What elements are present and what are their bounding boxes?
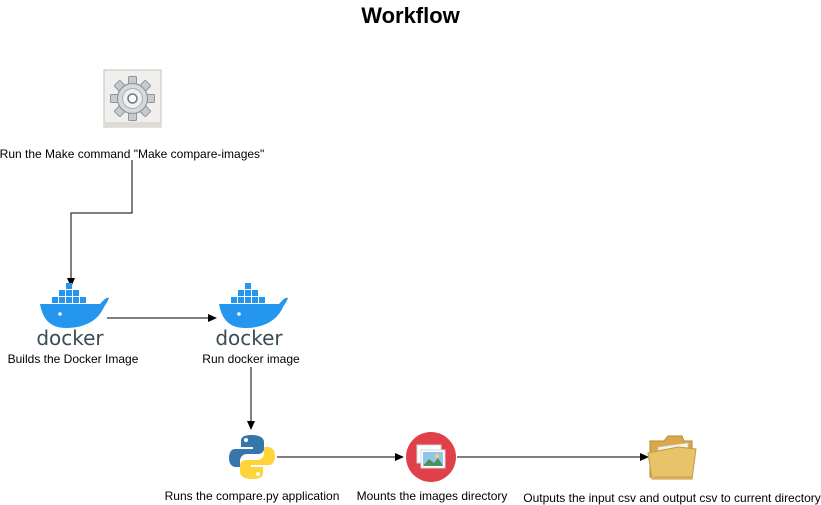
image-icon [406,432,456,482]
docker-logo: docker [36,283,109,350]
diagram-title: Workflow [361,3,460,28]
node-label-python: Runs the compare.py application [164,489,340,503]
gear-icon [103,69,162,128]
python-logo [229,435,275,479]
docker-wordmark: docker [36,326,104,350]
docker-logo: docker [215,283,288,350]
edge-make-to-build [67,160,133,287]
node-label-output: Outputs the input csv and output csv to … [523,491,821,505]
docker-wordmark: docker [215,326,283,350]
node-label-build: Builds the Docker Image [7,352,139,366]
folder-icon [647,435,697,480]
node-label-make: Run the Make command "Make compare-image… [0,147,265,161]
node-label-mount: Mounts the images directory [356,489,508,503]
node-label-run: Run docker image [202,352,300,366]
